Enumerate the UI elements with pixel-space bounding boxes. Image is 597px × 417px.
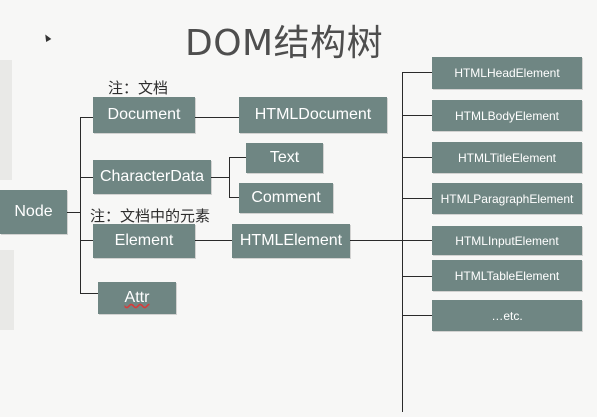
node-box-element: Element [93,224,195,258]
node-box-html-table-element: HTMLTableElement [432,260,582,291]
connector-line [67,212,80,213]
node-box-html-document: HTMLDocument [239,97,387,133]
connector-line [402,240,432,241]
node-box-node: Node [0,190,67,234]
node-box-etc: …etc. [432,300,582,331]
connector-line [80,177,93,178]
node-box-document: Document [93,97,195,133]
connector-line [195,117,239,118]
connector-line [80,117,93,118]
watermark-stroke [0,250,14,330]
connector-line [229,197,239,198]
connector-line [229,157,230,197]
note-element: 注：文档中的元素 [90,207,211,225]
connector-line [229,157,246,158]
node-box-html-title-element: HTMLTitleElement [432,142,582,173]
connector-line [350,240,402,241]
connector-line [80,240,93,241]
connector-line [402,157,432,158]
watermark-stroke [0,60,12,180]
connector-line [195,240,232,241]
note-document: 注：文档 [108,79,169,97]
node-box-html-paragraph-element: HTMLParagraphElement [432,183,582,214]
node-box-html-body-element: HTMLBodyElement [432,100,582,131]
connector-line [402,315,432,316]
connector-line [211,177,229,178]
connector-line [402,198,432,199]
node-box-html-element: HTMLElement [232,224,350,258]
node-attr-label: Attr [124,289,150,306]
node-box-text: Text [246,143,323,173]
node-box-html-input-element: HTMLInputElement [432,226,582,255]
node-box-comment: Comment [239,183,333,213]
connector-line [402,115,432,116]
connector-line [402,72,432,73]
connector-line [80,117,81,294]
connector-line [402,276,432,277]
connector-line [402,72,403,412]
node-box-html-head-element: HTMLHeadElement [432,57,582,89]
node-box-character-data: CharacterData [93,160,211,194]
mouse-cursor-icon [42,32,52,43]
diagram-title: DOM结构树 [185,23,384,64]
connector-line [80,293,98,294]
node-box-attr: Attr [98,282,176,314]
